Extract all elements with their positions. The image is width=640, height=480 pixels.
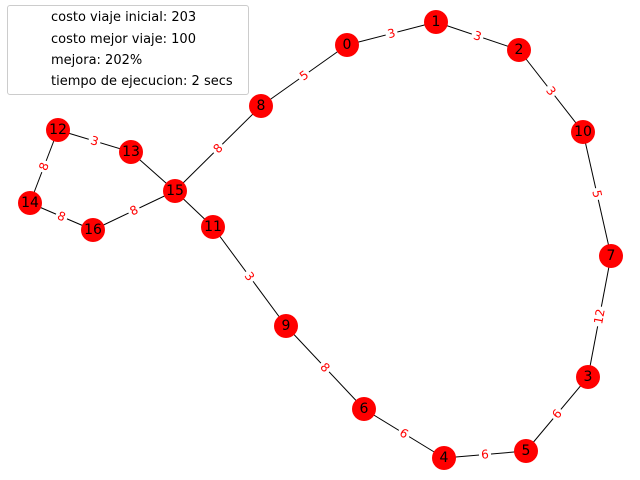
- edge-label-group-6-9: 8: [315, 358, 335, 377]
- edge-label-13-12: 3: [89, 133, 100, 149]
- legend: costo viaje inicial: 203 costo mejor via…: [7, 5, 249, 95]
- node-12: 12: [46, 118, 70, 142]
- edge-label-group-9-11: 3: [240, 267, 259, 286]
- node-3: 3: [576, 365, 600, 389]
- edge-label-bg: [86, 132, 103, 150]
- node-circle-0: [335, 33, 359, 57]
- node-circle-11: [201, 215, 225, 239]
- node-label-8: 8: [257, 98, 266, 114]
- node-label-16: 16: [84, 222, 102, 238]
- node-circle-4: [432, 446, 456, 470]
- edge-label-bg: [35, 158, 53, 175]
- node-6: 6: [352, 397, 376, 421]
- edge-label-10-7: 5: [589, 189, 604, 200]
- node-label-6: 6: [360, 401, 369, 417]
- node-7: 7: [599, 244, 623, 268]
- edge-label-bg: [469, 27, 486, 45]
- node-label-12: 12: [49, 122, 67, 138]
- node-label-5: 5: [522, 443, 531, 459]
- edge-labels-layer: 3 3 3 5 12 6 6 6 8 3 3 8 8 8 8 5: [35, 25, 609, 462]
- edge-label-group-7-3: 12: [590, 305, 609, 328]
- edge-label-group-8-0: 5: [295, 66, 313, 85]
- node-circle-6: [352, 397, 376, 421]
- node-circle-9: [274, 314, 298, 338]
- node-circle-15: [163, 179, 187, 203]
- edge-label-group-5-4: 6: [478, 447, 492, 462]
- node-circle-12: [46, 118, 70, 142]
- node-label-3: 3: [584, 369, 593, 385]
- node-2: 2: [507, 38, 531, 62]
- node-label-10: 10: [574, 124, 592, 140]
- node-circle-5: [514, 439, 538, 463]
- node-circle-14: [18, 191, 42, 215]
- node-label-1: 1: [432, 14, 441, 30]
- node-label-15: 15: [166, 183, 184, 199]
- edge-label-group-2-10: 3: [541, 81, 561, 101]
- edge-label-bg: [315, 358, 335, 377]
- legend-improvement: mejora: 202%: [51, 53, 143, 68]
- edge-label-bg: [590, 305, 609, 328]
- edge-label-1-2: 3: [472, 28, 484, 44]
- edge-label-group-16-15: 8: [125, 201, 143, 220]
- node-circle-3: [576, 365, 600, 389]
- edge-label-bg: [295, 66, 313, 85]
- node-circle-16: [81, 218, 105, 242]
- edge-label-bg: [240, 267, 259, 286]
- node-label-2: 2: [515, 42, 524, 58]
- node-8: 8: [249, 94, 273, 118]
- node-label-14: 14: [21, 195, 39, 211]
- edge-label-group-10-7: 5: [588, 186, 606, 202]
- edge-label-group-4-6: 6: [395, 424, 413, 443]
- node-10: 10: [571, 120, 595, 144]
- node-label-4: 4: [440, 450, 449, 466]
- node-circle-8: [249, 94, 273, 118]
- edge-label-bg: [53, 207, 70, 226]
- edge-label-bg: [208, 139, 228, 158]
- edge-label-group-1-2: 3: [469, 27, 486, 45]
- node-circle-7: [599, 244, 623, 268]
- node-5: 5: [514, 439, 538, 463]
- edge-label-7-3: 12: [591, 308, 608, 326]
- node-4: 4: [432, 446, 456, 470]
- node-label-7: 7: [607, 248, 616, 264]
- node-circle-10: [571, 120, 595, 144]
- node-0: 0: [335, 33, 359, 57]
- edge-label-5-4: 6: [481, 447, 490, 462]
- node-circle-2: [507, 38, 531, 62]
- edge-label-group-15-8: 8: [208, 139, 228, 158]
- legend-best-cost: costo mejor viaje: 100: [51, 32, 196, 47]
- node-1: 1: [424, 10, 448, 34]
- edge-label-bg: [588, 186, 606, 202]
- legend-runtime: tiempo de ejecucion: 2 secs: [51, 74, 233, 89]
- node-15: 15: [163, 179, 187, 203]
- node-circle-1: [424, 10, 448, 34]
- node-11: 11: [201, 215, 225, 239]
- node-label-0: 0: [343, 37, 352, 53]
- edge-label-bg: [125, 201, 143, 220]
- edge-label-bg: [478, 447, 492, 462]
- edge-label-group-3-5: 6: [547, 404, 567, 424]
- node-14: 14: [18, 191, 42, 215]
- edge-label-group-12-14: 8: [35, 158, 53, 175]
- node-circle-13: [119, 140, 143, 164]
- edge-label-0-1: 3: [386, 26, 397, 41]
- node-label-13: 13: [122, 144, 140, 160]
- node-16: 16: [81, 218, 105, 242]
- edge-label-group-13-12: 3: [86, 132, 103, 150]
- edge-label-group-0-1: 3: [383, 25, 400, 42]
- node-label-11: 11: [204, 219, 222, 235]
- edge-label-group-14-16: 8: [53, 207, 70, 226]
- edge-label-bg: [383, 25, 400, 42]
- node-9: 9: [274, 314, 298, 338]
- edge-label-bg: [547, 404, 567, 424]
- edge-label-bg: [395, 424, 413, 443]
- legend-initial-cost: costo viaje inicial: 203: [51, 10, 197, 25]
- edge-label-bg: [541, 81, 561, 101]
- node-13: 13: [119, 140, 143, 164]
- node-label-9: 9: [282, 318, 291, 334]
